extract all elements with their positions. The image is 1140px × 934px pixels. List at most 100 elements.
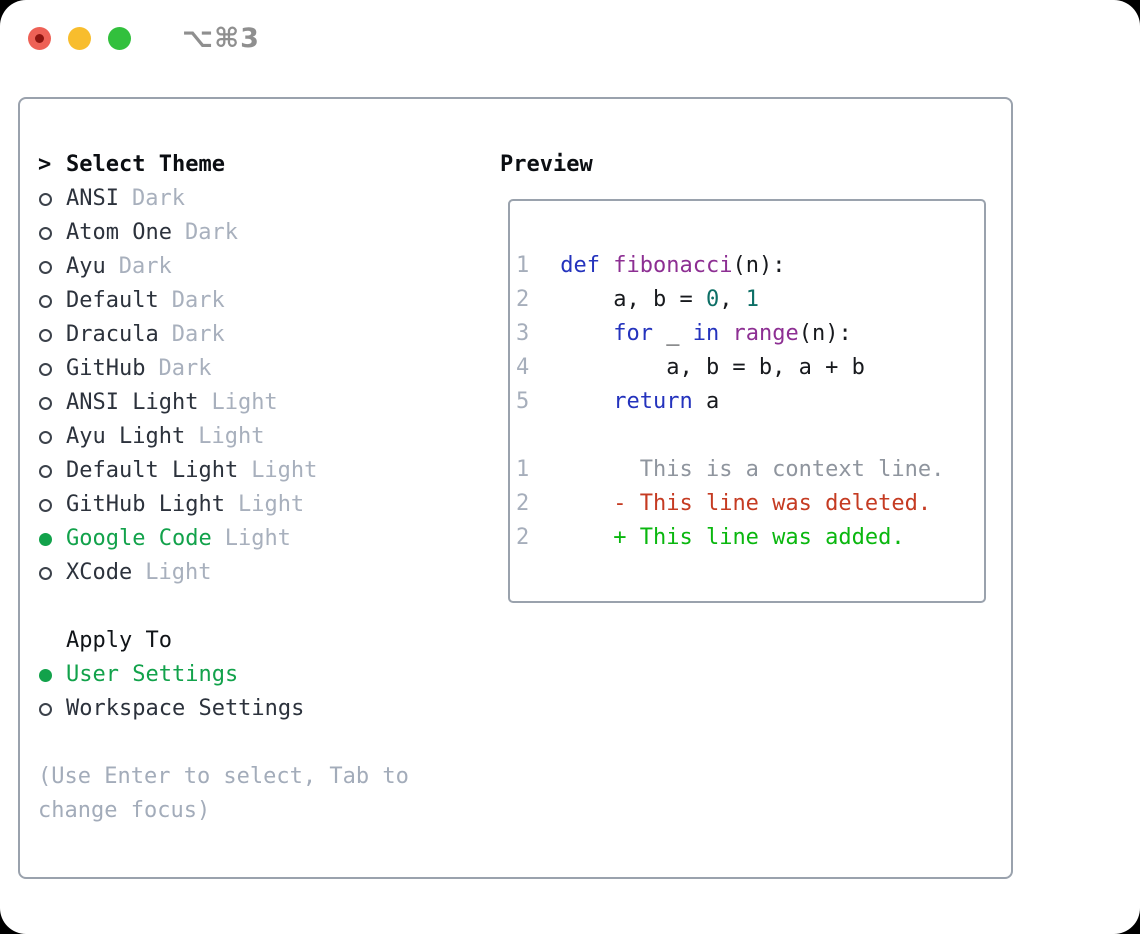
- spacer: [38, 590, 462, 624]
- option-tag: Dark: [118, 254, 172, 279]
- radio-unselected-icon: [38, 294, 66, 308]
- code-segment: [560, 385, 613, 419]
- option-tag: Light: [145, 560, 212, 585]
- code-segment: 1: [745, 287, 759, 312]
- option-label: Default: [66, 288, 159, 313]
- radio-unselected-icon: [38, 328, 66, 342]
- code-segment: + This line was added.: [613, 525, 905, 550]
- line-number: 2: [516, 525, 530, 550]
- preview-code-line: 2 a, b = 0, 1: [516, 283, 984, 317]
- radio-circle: [39, 566, 52, 580]
- option-label: Atom One: [66, 220, 172, 245]
- line-number: 1: [516, 457, 530, 482]
- radio-unselected-icon: [38, 702, 66, 716]
- code-segment: _: [652, 321, 693, 346]
- preview-code-line: 1 This is a context line.: [516, 453, 984, 487]
- radio-unselected-icon: [38, 226, 66, 240]
- code-segment: a, b =: [560, 287, 706, 312]
- apply-to-option[interactable]: Workspace Settings: [38, 692, 462, 726]
- radio-unselected-icon: [38, 498, 66, 512]
- option-tag: Light: [198, 424, 265, 449]
- radio-selected-icon: [38, 668, 66, 682]
- radio-circle: [39, 396, 52, 410]
- zoom-button[interactable]: [108, 26, 131, 50]
- theme-option[interactable]: Ayu Dark: [38, 250, 462, 284]
- code-segment: return: [613, 389, 693, 414]
- option-label: Google Code: [66, 526, 212, 551]
- option-label: Ayu Light: [66, 424, 186, 449]
- keyboard-hint-text: (Use Enter to select, Tab to change focu…: [38, 764, 409, 823]
- radio-circle: [39, 294, 52, 308]
- code-segment: range: [732, 321, 799, 346]
- theme-option[interactable]: Atom One Dark: [38, 216, 462, 250]
- code-segment: for: [613, 321, 653, 346]
- code-segment: - This line was deleted.: [613, 491, 932, 516]
- option-label: Ayu: [66, 254, 106, 279]
- close-button[interactable]: [28, 26, 51, 50]
- preview-code-line: 1 def fibonacci(n):: [516, 249, 984, 283]
- radio-unselected-icon: [38, 362, 66, 376]
- preview-code-line: 5 return a: [516, 385, 984, 419]
- apply-to-title: Apply To: [66, 628, 172, 653]
- radio-circle: [39, 702, 52, 716]
- preview-code-line: 2 - This line was deleted.: [516, 487, 984, 521]
- cursor-icon: >: [38, 152, 52, 177]
- theme-option[interactable]: Dracula Dark: [38, 318, 462, 352]
- code-segment: a: [692, 389, 720, 414]
- code-segment: 0: [705, 287, 720, 312]
- line-number: 4: [516, 355, 530, 380]
- line-number: 1: [516, 253, 530, 278]
- option-label: GitHub: [66, 356, 146, 381]
- radio-circle: [39, 532, 52, 546]
- code-segment: fibonacci: [613, 253, 733, 278]
- option-label: User Settings: [66, 662, 239, 687]
- titlebar: ⌥⌘3: [28, 23, 260, 54]
- radio-circle: [39, 498, 52, 512]
- option-tag: Dark: [158, 356, 212, 381]
- apply-to-header-row: Apply To: [38, 624, 462, 658]
- radio-unselected-icon: [38, 192, 66, 206]
- code-segment: [600, 249, 613, 283]
- radio-unselected-icon: [38, 430, 66, 444]
- code-segment: (n):: [798, 321, 852, 346]
- code-segment: This is a context line.: [560, 457, 945, 482]
- minimize-button[interactable]: [68, 26, 91, 50]
- option-tag: Light: [251, 458, 318, 483]
- window-shortcut-label: ⌥⌘3: [182, 22, 260, 54]
- radio-circle: [39, 328, 52, 342]
- preview-code-line: 3 for _ in range(n):: [516, 317, 984, 351]
- line-number: 2: [516, 287, 530, 312]
- preview-code-line: 4 a, b = b, a + b: [516, 351, 984, 385]
- radio-unselected-icon: [38, 566, 66, 580]
- option-label: Workspace Settings: [66, 696, 305, 721]
- radio-circle: [39, 464, 52, 478]
- apply-to-option[interactable]: User Settings: [38, 658, 462, 692]
- line-number: 5: [516, 389, 530, 414]
- cursor-marker: >: [38, 148, 66, 182]
- code-segment: [560, 487, 613, 521]
- theme-option[interactable]: GitHub Dark: [38, 352, 462, 386]
- option-label: ANSI: [66, 186, 119, 211]
- code-segment: def: [560, 253, 600, 278]
- option-tag: Dark: [184, 220, 238, 245]
- option-tag: Dark: [171, 322, 225, 347]
- code-segment: ,: [719, 287, 746, 312]
- select-theme-cursor-row: > Select Theme: [38, 148, 462, 182]
- radio-circle: [39, 226, 52, 240]
- code-segment: (n):: [732, 253, 786, 278]
- option-label: GitHub Light: [66, 492, 225, 517]
- option-label: Dracula: [66, 322, 159, 347]
- theme-option[interactable]: Ayu Light Light: [38, 420, 462, 454]
- radio-circle: [39, 362, 52, 376]
